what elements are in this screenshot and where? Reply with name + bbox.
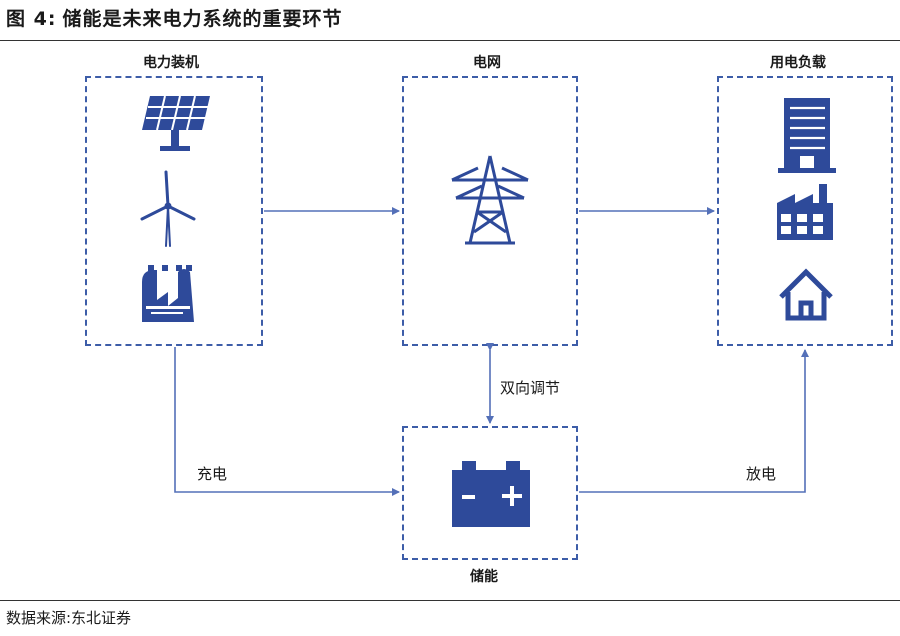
figure-number: 图 4:	[6, 8, 57, 30]
data-source: 数据来源:东北证券	[6, 609, 132, 627]
transmission-tower-icon	[451, 155, 529, 245]
grid-label: 电网	[473, 55, 501, 71]
battery-icon	[452, 461, 530, 527]
bottom-divider	[0, 600, 900, 601]
figure-title: 图 4:储能是未来电力系统的重要环节	[6, 4, 342, 31]
charge-label: 充电	[197, 465, 228, 483]
generation-label: 电力装机	[143, 55, 199, 71]
power-plant-icon	[142, 265, 194, 322]
solar-panel-icon	[142, 95, 210, 151]
figure-title-text: 储能是未来电力系统的重要环节	[62, 8, 343, 30]
generation-box	[85, 76, 263, 346]
arrow-discharge	[579, 349, 809, 493]
top-divider	[0, 40, 900, 41]
bidirectional-label: 双向调节	[500, 379, 561, 397]
storage-label: 储能	[470, 569, 498, 585]
storage-box	[402, 426, 578, 560]
discharge-label: 放电	[746, 465, 777, 483]
wind-turbine-icon	[140, 170, 196, 247]
house-icon	[779, 268, 833, 321]
factory-icon	[777, 184, 833, 240]
office-building-icon	[778, 98, 836, 173]
arrow-charge	[174, 347, 400, 496]
load-box	[717, 76, 893, 346]
load-label: 用电负载	[770, 55, 826, 71]
